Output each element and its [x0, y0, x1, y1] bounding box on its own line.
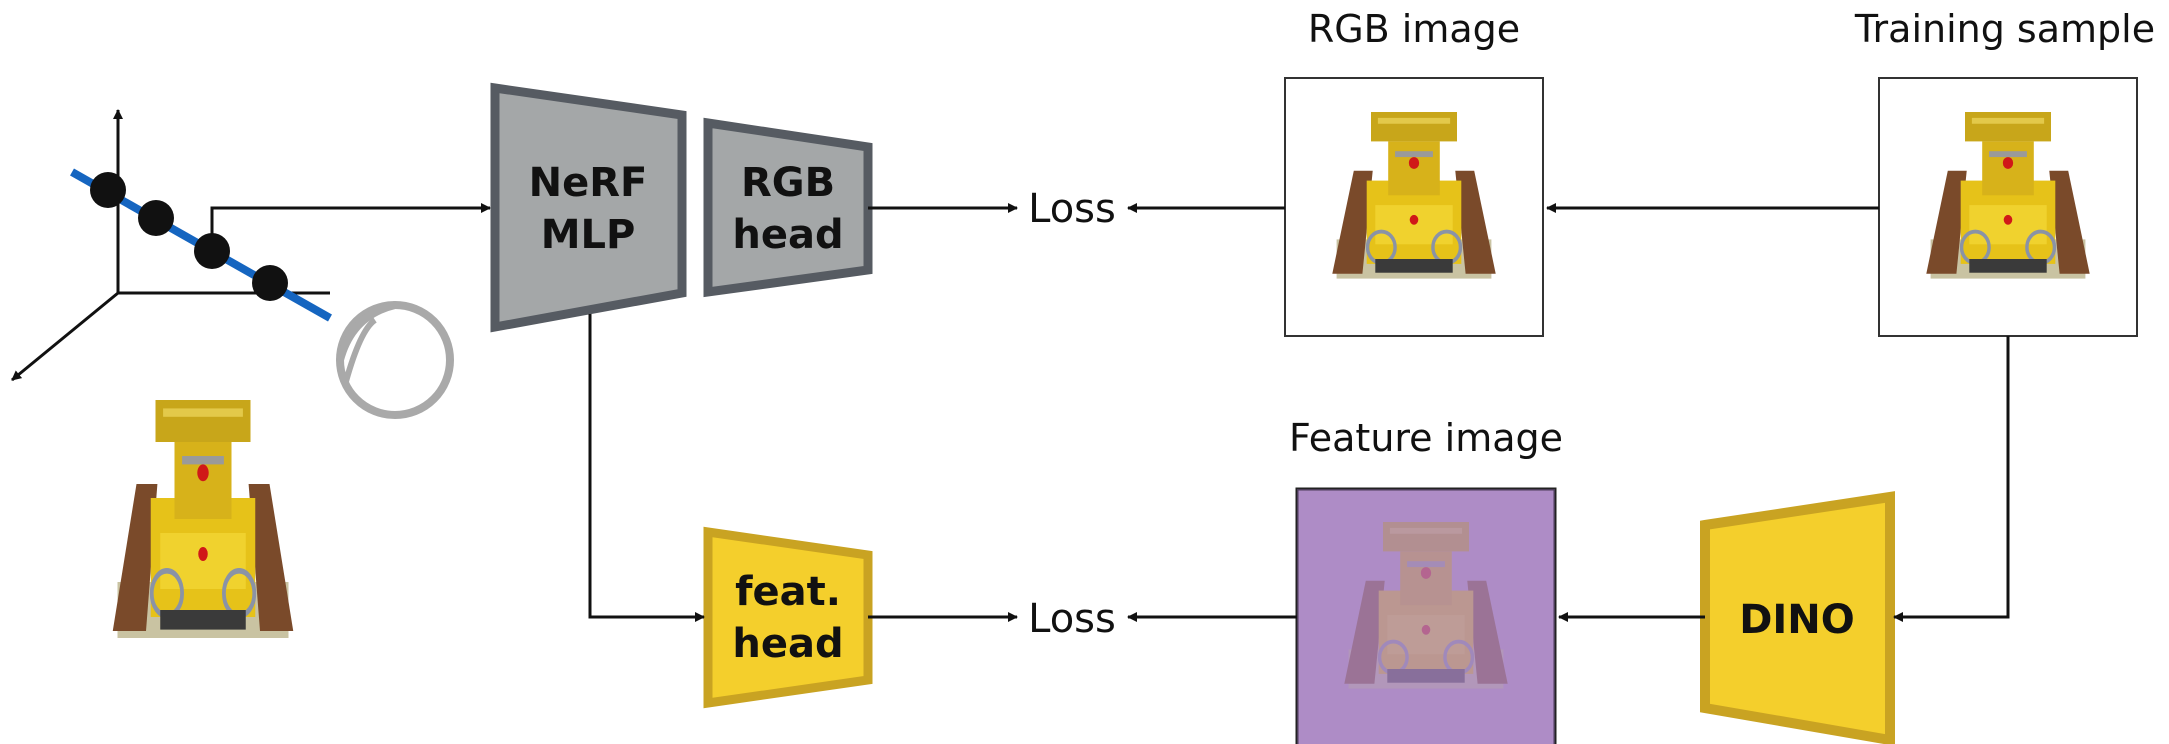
- rgb-head-block: RGB head: [703, 117, 873, 298]
- feature-image: [1295, 487, 1557, 744]
- dino-block: DINO: [1700, 491, 1895, 744]
- feat-head-label-line2: head: [732, 621, 843, 667]
- eye-icon: [336, 301, 454, 419]
- rgb-head-label-line1: RGB: [741, 160, 835, 206]
- lego-bulldozer-image: [113, 400, 294, 638]
- feature-image-title: Feature image: [1289, 416, 1563, 460]
- rgb-head-label-line2: head: [732, 212, 843, 258]
- loss-bottom-label: Loss: [1028, 596, 1116, 642]
- arrow-sample-to-dino: [1893, 336, 2010, 622]
- feat-head-block: feat. head: [703, 526, 873, 709]
- feat-head-label-line1: feat.: [735, 569, 841, 615]
- nerf-mlp-label-line1: NeRF: [529, 160, 648, 206]
- scene-axes-icon: [11, 109, 330, 382]
- nerf-mlp-block: NeRF MLP: [490, 82, 687, 333]
- arrow-nerf-to-feathead: [588, 314, 705, 622]
- arrow-ray-to-nerf: [210, 203, 491, 251]
- nerf-mlp-label-line2: MLP: [541, 212, 636, 258]
- loss-top-label: Loss: [1028, 186, 1116, 232]
- training-sample-image: [1878, 77, 2138, 337]
- connector-arrows: [210, 203, 2010, 622]
- training-sample-title: Training sample: [1854, 7, 2155, 51]
- rgb-image: [1284, 77, 1544, 337]
- rgb-image-title: RGB image: [1308, 7, 1520, 51]
- camera-ray-icon: [70, 168, 332, 322]
- dino-label: DINO: [1739, 597, 1855, 643]
